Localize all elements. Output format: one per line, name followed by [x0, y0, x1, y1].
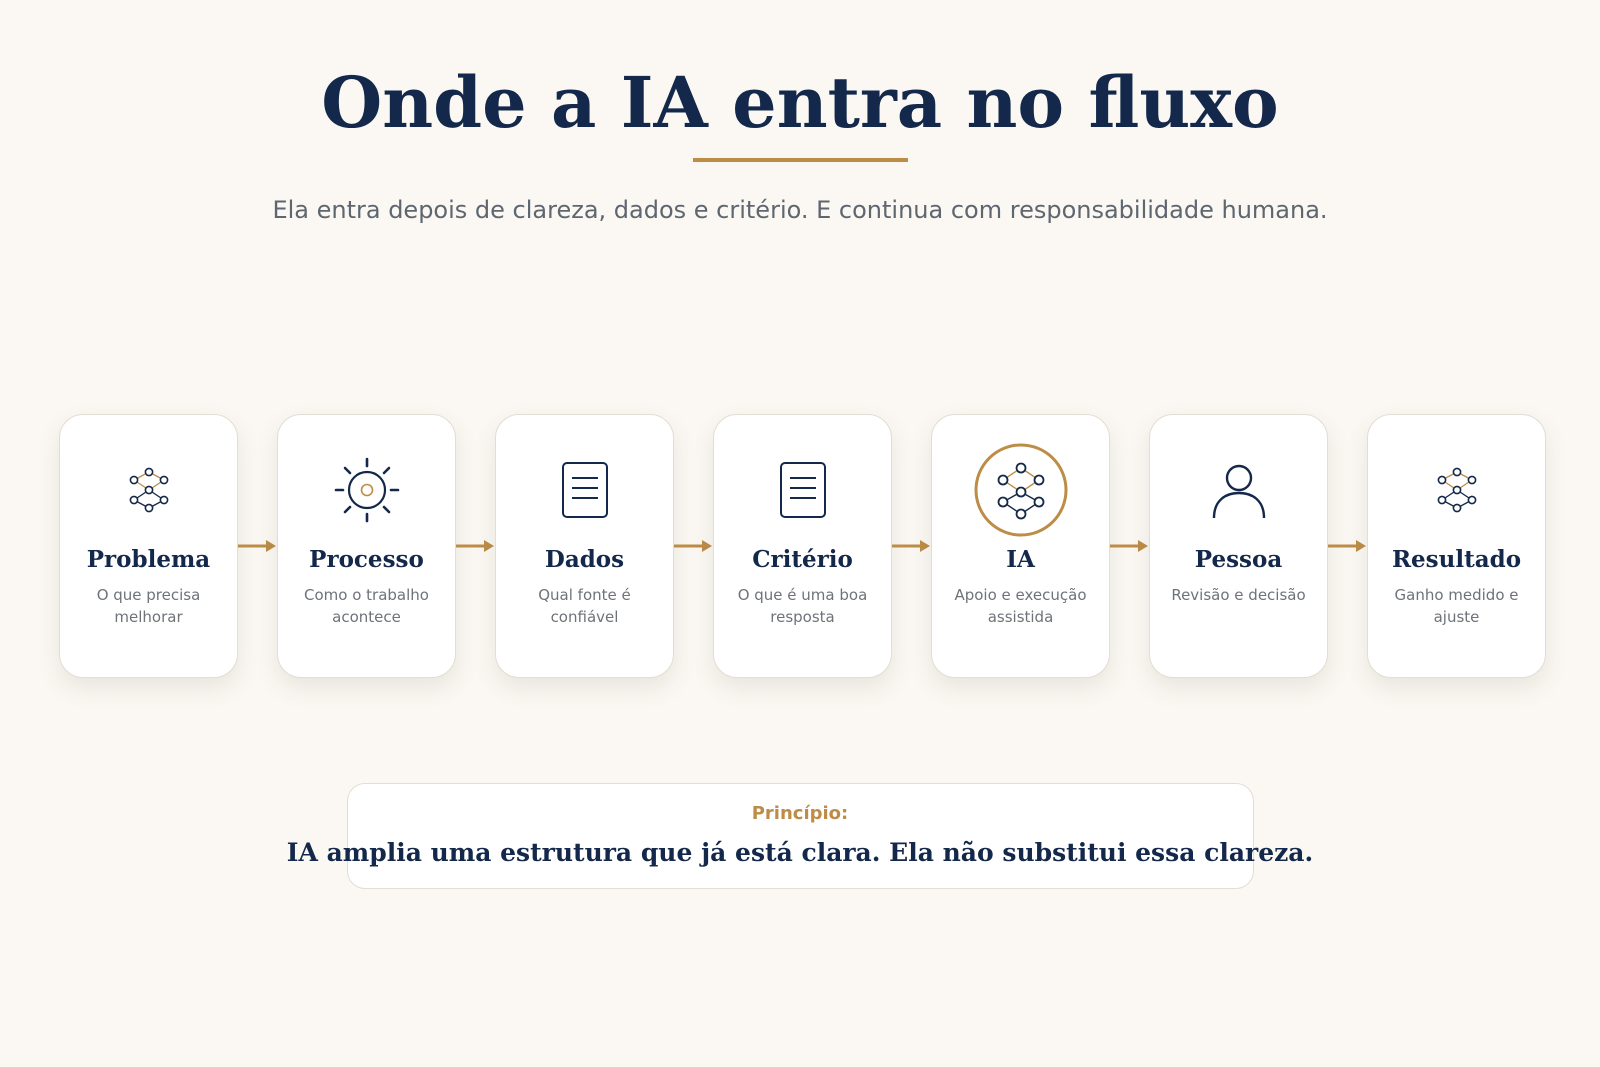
page-title: Onde a IA entra no fluxo	[321, 61, 1279, 144]
principle-box	[347, 783, 1254, 889]
document-icon	[537, 442, 633, 538]
step-description: Como o trabalho acontece	[304, 586, 429, 626]
step-card-resultado: Resultado Ganho medido e ajuste	[1367, 414, 1546, 678]
step-card-pessoa: Pessoa Revisão e decisão	[1149, 414, 1328, 678]
step-title: Resultado	[1391, 546, 1522, 573]
principle-text: IA amplia uma estrutura que já está clar…	[286, 838, 1314, 867]
step-title: Processo	[309, 546, 424, 573]
principle-label: Princípio:	[751, 803, 849, 824]
step-title: IA	[1006, 546, 1035, 573]
arrow-right-icon	[456, 540, 494, 552]
step-title: Pessoa	[1194, 546, 1283, 573]
step-description: Qual fonte é confiável	[538, 586, 631, 626]
step-description: Ganho medido e ajuste	[1394, 586, 1519, 626]
neural-network-icon	[973, 442, 1069, 538]
step-title: Critério	[752, 546, 853, 573]
arrow-right-icon	[238, 540, 276, 552]
arrow-right-icon	[1328, 540, 1366, 552]
title-underline	[693, 158, 908, 162]
document-icon	[755, 442, 851, 538]
network-icon	[101, 442, 197, 538]
step-card-dados: Dados Qual fonte é confiável	[495, 414, 674, 678]
step-card-problema: Problema O que precisa melhorar	[59, 414, 238, 678]
step-card-criterio: Critério O que é uma boa resposta	[713, 414, 892, 678]
page-subtitle: Ela entra depois de clareza, dados e cri…	[272, 196, 1328, 224]
arrow-right-icon	[892, 540, 930, 552]
step-description: Revisão e decisão	[1171, 586, 1306, 604]
step-title: Problema	[86, 546, 211, 573]
person-icon	[1191, 442, 1287, 538]
sun-gear-icon	[319, 442, 415, 538]
step-description: O que precisa melhorar	[96, 586, 201, 626]
arrow-right-icon	[674, 540, 712, 552]
step-description: O que é uma boa resposta	[737, 586, 868, 626]
network-icon	[1409, 442, 1505, 538]
arrow-right-icon	[1110, 540, 1148, 552]
step-card-processo: Processo Como o trabalho acontece	[277, 414, 456, 678]
step-title: Dados	[544, 546, 625, 573]
step-card-ia: IA Apoio e execução assistida	[931, 414, 1110, 678]
flow-diagram: Problema O que precisa melhorar Processo…	[59, 414, 1546, 678]
step-description: Apoio e execução assistida	[954, 586, 1087, 626]
